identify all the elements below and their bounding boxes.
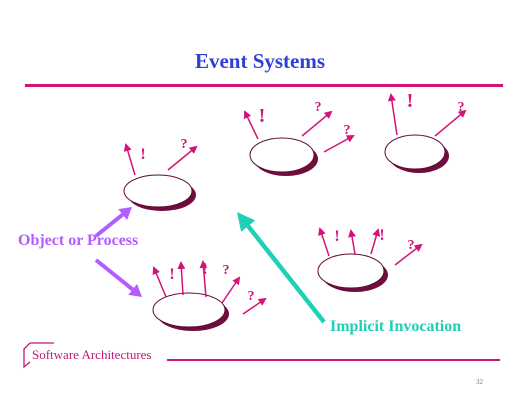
footer-bracket (23, 342, 31, 369)
announce-symbol: ! (379, 227, 384, 244)
event-arrow (221, 276, 241, 304)
implicit-invocation-label: Implicit Invocation (330, 318, 462, 335)
event-arrow (434, 109, 467, 137)
node-ellipse (152, 292, 226, 328)
object-process-node (317, 253, 388, 292)
node-ellipse (123, 174, 193, 208)
object-pointer-arrowhead (128, 284, 142, 297)
listen-symbol: ? (408, 238, 415, 253)
announce-symbol: ! (202, 261, 207, 278)
footer-text: Software Architectures (32, 347, 152, 362)
announce-symbol: ! (140, 146, 145, 163)
page-number: 32 (476, 378, 483, 386)
listen-symbol: ? (181, 137, 188, 152)
event-arrow (242, 297, 267, 315)
object-pointer-arrow (94, 258, 134, 292)
event-arrow (152, 266, 167, 298)
object-pointer-arrowhead (118, 207, 132, 220)
listen-symbol: ? (223, 263, 230, 278)
title-divider (25, 84, 503, 87)
event-arrow (318, 227, 330, 257)
announce-symbol: ! (407, 90, 414, 112)
event-arrow (123, 143, 136, 176)
node-ellipse (249, 137, 315, 173)
event-arrow (199, 260, 208, 298)
event-arrow (167, 145, 198, 171)
event-arrow (177, 261, 186, 296)
object-process-node (384, 134, 449, 173)
listen-symbol: ? (315, 100, 322, 115)
event-arrow (370, 228, 381, 255)
implicit-invocation-arrow (246, 224, 326, 324)
listen-symbol: ? (458, 100, 465, 115)
event-arrow (394, 243, 423, 266)
event-arrow (387, 93, 398, 136)
implicit-invocation-arrowhead (237, 212, 256, 232)
announce-symbol: ! (259, 105, 266, 127)
event-arrow (243, 110, 259, 140)
announce-symbol: ! (169, 266, 174, 283)
object-process-node (152, 292, 229, 331)
event-arrow (348, 229, 356, 255)
event-arrow (323, 135, 355, 153)
object-or-process-label: Object or Process (18, 232, 139, 249)
node-ellipse (384, 134, 446, 170)
object-process-node (123, 174, 196, 211)
node-ellipse (317, 253, 385, 289)
object-process-node (249, 137, 318, 176)
event-arrow (301, 110, 333, 137)
announce-symbol: ! (334, 228, 339, 245)
object-pointer-arrow (94, 212, 124, 238)
listen-symbol: ? (344, 123, 351, 138)
slide-title: Event Systems (194, 49, 326, 73)
listen-symbol: ? (248, 289, 255, 304)
